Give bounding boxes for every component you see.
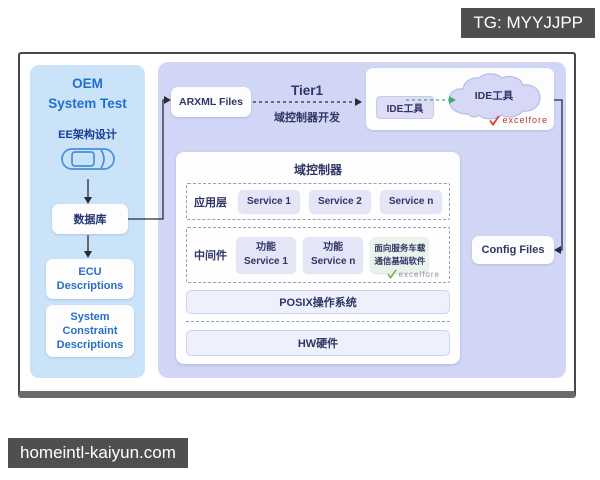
arxml-files-box: ARXML Files xyxy=(171,87,251,117)
ide-tool-box: IDE工具 xyxy=(376,96,434,119)
tg-watermark-badge: TG: MYYJJPP xyxy=(461,8,595,38)
system-constraint-descriptions-box: System Constraint Descriptions xyxy=(46,305,134,357)
oem-panel-title: OEM System Test xyxy=(48,76,127,111)
excelfore-logo-text: excelfore xyxy=(502,115,548,125)
posix-os-bar: POSIX操作系统 xyxy=(186,290,450,314)
car-top-view-icon xyxy=(57,141,119,177)
func-service-1-chip: 功能 Service 1 xyxy=(236,237,296,273)
excelfore-logo-small: excelfore xyxy=(350,268,440,280)
tier1-title: Tier1 xyxy=(290,83,324,98)
domain-controller-title: 域控制器 xyxy=(293,163,342,177)
ecu-descriptions-box: ECU Descriptions xyxy=(46,259,134,299)
ide-tool-cloud-label: IDE工具 xyxy=(474,89,514,102)
excelfore-check-icon xyxy=(386,269,397,279)
os-hw-divider xyxy=(186,321,450,322)
domain-controller-dev-label: 域控制器开发 xyxy=(274,112,340,124)
excelfore-logo-text: excelfore xyxy=(398,269,440,279)
func-service-n-chip: 功能 Service n xyxy=(302,237,364,273)
hw-hardware-bar: HW硬件 xyxy=(186,330,450,356)
ee-architecture-label: EE架构设计 xyxy=(58,129,117,141)
cloud-shape xyxy=(444,72,544,120)
database-box: 数据库 xyxy=(52,204,128,234)
service-2-chip: Service 2 xyxy=(308,190,371,213)
application-layer-label: 应用层 xyxy=(194,196,227,209)
soa-vehicle-comm-chip: 面向服务车载 通信基础软件 xyxy=(370,236,430,274)
service-n-chip: Service n xyxy=(379,190,443,213)
config-files-box: Config Files xyxy=(472,236,554,264)
middleware-label: 中间件 xyxy=(194,250,227,262)
excelfore-logo: excelfore xyxy=(458,113,548,127)
site-watermark-badge: homeintl-kaiyun.com xyxy=(8,438,188,468)
application-layer-row: 应用层 Service 1 Service 2 Service n xyxy=(186,183,450,220)
excelfore-check-icon xyxy=(489,114,501,126)
middleware-row: 中间件 功能 Service 1 功能 Service n 面向服务车载 通信基… xyxy=(186,227,450,283)
service-1-chip: Service 1 xyxy=(238,190,300,213)
